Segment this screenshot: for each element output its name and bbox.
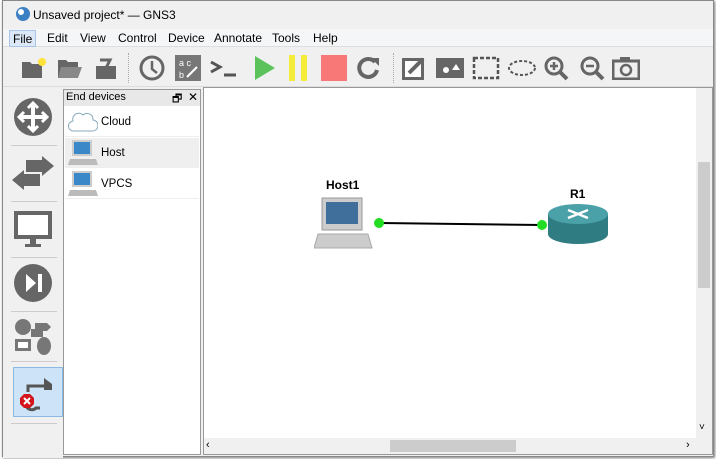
scroll-down-icon[interactable]: ˅ (699, 422, 705, 433)
menu-edit[interactable]: Edit (47, 31, 68, 45)
link-status-r1 (537, 220, 547, 230)
main-toolbar: a c b (3, 49, 713, 87)
save-project-icon[interactable] (91, 53, 121, 83)
host-icon (68, 139, 98, 165)
add-link-button[interactable] (13, 367, 63, 417)
gns3-logo-icon (16, 7, 30, 21)
horizontal-scroll-thumb[interactable] (390, 440, 516, 452)
link-status-host1 (374, 218, 384, 228)
menu-control[interactable]: Control (118, 31, 157, 45)
router-icon (14, 98, 52, 136)
add-link-icon (20, 378, 52, 412)
menu-device[interactable]: Device (168, 31, 205, 45)
topology-canvas[interactable]: Host1 R1 ˅ ‹ › (203, 87, 713, 455)
svg-text:b: b (179, 70, 184, 80)
menu-tools[interactable]: Tools (272, 31, 301, 45)
security-device-icon (14, 264, 52, 302)
device-label: Host (101, 146, 125, 159)
all-devices-button[interactable] (11, 315, 55, 359)
zoom-out-icon[interactable] (577, 53, 607, 83)
cloud-icon (68, 112, 98, 132)
start-icon[interactable] (249, 53, 279, 83)
security-devices-button[interactable] (11, 261, 55, 305)
switches-button[interactable] (11, 151, 55, 195)
vertical-scroll-thumb[interactable] (698, 162, 710, 288)
switch-icon (12, 156, 54, 190)
end-devices-button[interactable] (11, 207, 55, 251)
device-item-cloud[interactable]: Cloud (65, 107, 199, 137)
draw-ellipse-icon[interactable] (507, 53, 537, 83)
title-bar: Unsaved project* — GNS3 (3, 1, 713, 28)
screenshot-icon[interactable] (611, 53, 641, 83)
add-note-icon[interactable] (399, 53, 429, 83)
node-label-r1: R1 (570, 187, 586, 201)
link-host1-r1 (378, 222, 543, 226)
menu-annotate[interactable]: Annotate (214, 31, 263, 45)
node-label-host1: Host1 (326, 178, 360, 192)
stop-icon[interactable] (319, 53, 349, 83)
menu-help[interactable]: Help (313, 31, 338, 45)
panel-title: End devices (66, 91, 126, 103)
scroll-left-icon[interactable]: ‹ (206, 439, 210, 451)
menu-bar: File Edit View Control Device Annotate T… (3, 29, 713, 47)
new-project-icon[interactable] (19, 53, 49, 83)
menu-view[interactable]: View (80, 31, 106, 45)
console-icon[interactable] (209, 53, 239, 83)
insert-image-icon[interactable] (435, 53, 465, 83)
device-type-toolbar (3, 89, 63, 458)
zoom-in-icon[interactable] (541, 53, 571, 83)
scroll-right-icon[interactable]: › (686, 439, 690, 451)
r1-router-icon[interactable] (546, 202, 610, 246)
pause-icon[interactable] (283, 53, 313, 83)
reload-icon[interactable] (353, 53, 383, 83)
show-interface-labels-icon[interactable]: a c b (173, 53, 203, 83)
menu-file[interactable]: File (9, 30, 37, 47)
window-title: Unsaved project* — GNS3 (33, 8, 176, 22)
draw-rectangle-icon[interactable] (471, 53, 501, 83)
open-project-icon[interactable] (55, 53, 85, 83)
all-devices-icon (15, 319, 51, 355)
device-item-host[interactable]: Host (65, 138, 199, 168)
vpcs-icon (68, 170, 98, 196)
topology-drawing (374, 218, 547, 230)
routers-button[interactable] (11, 95, 55, 139)
vertical-scrollbar[interactable]: ˅ (696, 88, 712, 438)
device-item-vpcs[interactable]: VPCS (65, 169, 199, 199)
snapshot-icon[interactable] (137, 53, 167, 83)
svg-text:a c: a c (179, 58, 192, 68)
panel-header: End devices 🗗 ✕ (64, 90, 200, 106)
device-label: Cloud (101, 115, 132, 128)
horizontal-scrollbar[interactable]: ‹ › (204, 438, 712, 454)
close-panel-icon[interactable]: ✕ (188, 90, 199, 104)
end-devices-panel: End devices 🗗 ✕ Cloud Host VPCS (63, 89, 201, 455)
float-panel-icon[interactable]: 🗗 (172, 93, 183, 105)
host1-node-icon[interactable] (314, 196, 374, 252)
device-label: VPCS (101, 177, 133, 190)
monitor-icon (14, 211, 52, 247)
